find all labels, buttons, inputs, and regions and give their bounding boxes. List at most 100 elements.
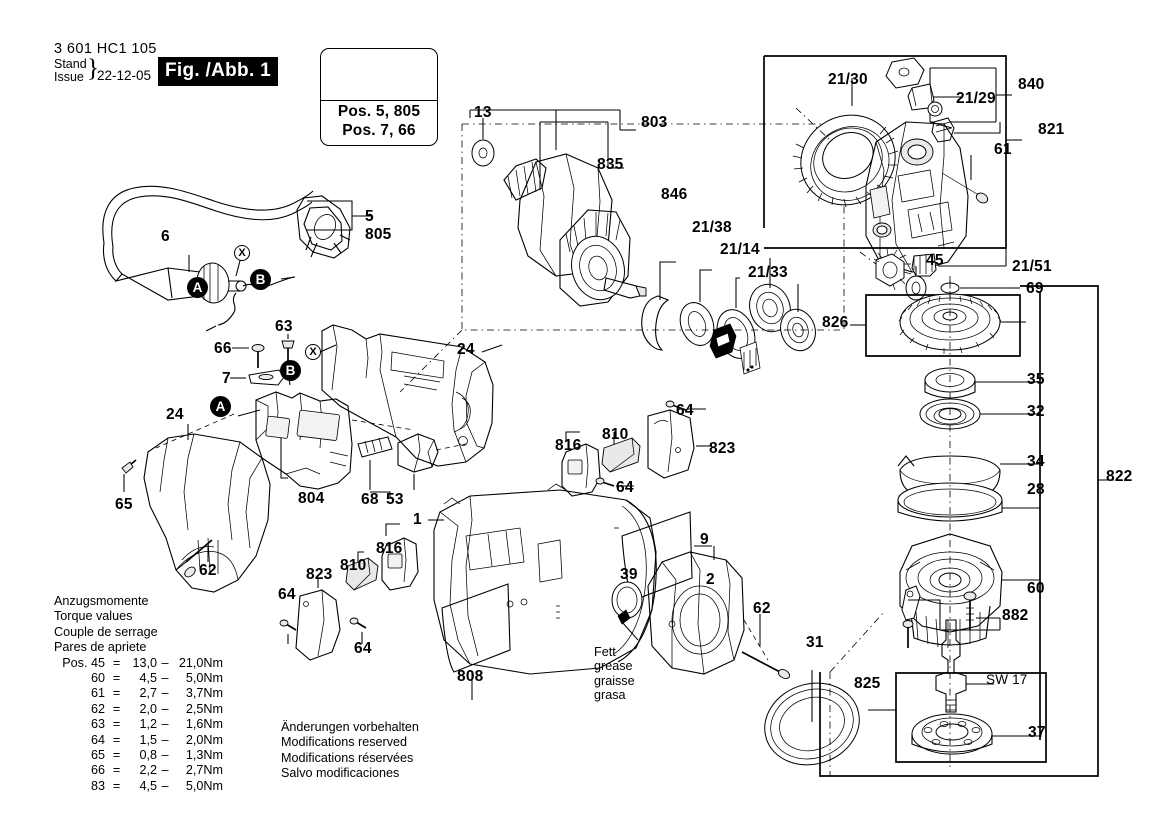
callout-21-30: 21/30 xyxy=(828,71,868,88)
armature-assembly xyxy=(399,109,845,393)
callout-64-b: 64 xyxy=(616,479,634,496)
torque-row: 66 = 2,2 – 2,7Nm xyxy=(54,763,223,778)
callout-21-38: 21/38 xyxy=(692,219,732,236)
torque-row: 63 = 1,2 – 1,6Nm xyxy=(54,717,223,732)
power-cord-assembly xyxy=(102,185,372,332)
marker-a-handle: A xyxy=(210,396,231,417)
stand-issue-labels: Stand Issue xyxy=(54,58,87,83)
torque-low: 4,5 xyxy=(139,778,157,793)
callout-62-rotor: 62 xyxy=(753,600,771,617)
torque-pos: 65 xyxy=(90,748,105,763)
torque-dash: – xyxy=(161,778,169,793)
torque-low: 2,2 xyxy=(139,763,157,778)
brace-glyph: } xyxy=(87,55,99,82)
torque-low: 2,7 xyxy=(139,686,157,701)
torque-low: 2,0 xyxy=(139,701,157,716)
callout-34: 34 xyxy=(1027,453,1045,470)
marker-b-handle: B xyxy=(280,360,301,381)
torque-eq: = xyxy=(112,717,121,732)
torque-row: 62 = 2,0 – 2,5Nm xyxy=(54,702,223,717)
callout-65: 65 xyxy=(115,496,133,513)
callout-9: 9 xyxy=(700,531,709,548)
callout-21-51: 21/51 xyxy=(1012,258,1052,275)
torque-eq: = xyxy=(112,701,121,716)
modifications-note-es: Salvo modificaciones xyxy=(281,766,400,781)
callout-816-top: 816 xyxy=(555,437,582,454)
issue-date: 22-12-05 xyxy=(97,68,152,83)
torque-eq: = xyxy=(112,686,121,701)
torque-dash: – xyxy=(161,732,169,747)
callout-821: 821 xyxy=(1038,121,1065,138)
callout-69: 69 xyxy=(1026,280,1044,297)
callout-45: 45 xyxy=(926,252,944,269)
spindle-guard-assembly xyxy=(819,276,1114,777)
callout-840: 840 xyxy=(1018,76,1045,93)
torque-pos: 63 xyxy=(90,717,105,732)
torque-pos: 64 xyxy=(90,732,105,747)
handle-and-switch-assembly xyxy=(121,324,503,593)
callout-835: 835 xyxy=(597,156,624,173)
callout-28: 28 xyxy=(1027,481,1045,498)
callout-53: 53 xyxy=(386,491,404,508)
callout-21-14: 21/14 xyxy=(720,241,760,258)
marker-x-cord: X xyxy=(234,245,250,261)
torque-low: 1,2 xyxy=(139,717,157,732)
callout-32: 32 xyxy=(1027,403,1045,420)
torque-pos: 62 xyxy=(90,701,105,716)
torque-eq: = xyxy=(112,732,121,747)
marker-a-cord: A xyxy=(187,277,208,298)
callout-60: 60 xyxy=(1027,580,1045,597)
grease-note-en: grease xyxy=(594,659,633,674)
callout-24-left: 24 xyxy=(166,406,184,423)
modifications-note-en: Modifications reserved xyxy=(281,735,407,750)
callout-24-top: 24 xyxy=(457,341,475,358)
torque-high: 1,6Nm xyxy=(185,717,223,732)
callout-5: 5 xyxy=(365,208,374,225)
callout-810-bottom: 810 xyxy=(340,557,367,574)
torque-pos: 60 xyxy=(90,671,105,686)
torque-title-de: Anzugsmomente xyxy=(54,594,149,608)
torque-values-block: Anzugsmomente Torque values Couple de se… xyxy=(54,594,223,794)
torque-title-fr: Couple de serrage xyxy=(54,624,158,639)
callout-35: 35 xyxy=(1027,371,1045,388)
callout-21-33: 21/33 xyxy=(748,264,788,281)
modifications-note-fr: Modifications réservées xyxy=(281,750,414,765)
callout-816-bottom: 816 xyxy=(376,540,403,557)
callout-39: 39 xyxy=(620,566,638,583)
callout-63: 63 xyxy=(275,318,293,335)
torque-eq: = xyxy=(112,748,121,763)
torque-high: 5,0Nm xyxy=(185,671,223,686)
torque-dash: – xyxy=(161,763,169,778)
torque-eq: = xyxy=(112,763,121,778)
torque-row: Pos. 45 = 13,0 – 21,0Nm xyxy=(54,656,223,671)
callout-825: 825 xyxy=(854,675,881,692)
callout-64-d: 64 xyxy=(354,640,372,657)
callout-1: 1 xyxy=(413,511,422,528)
torque-dash: – xyxy=(161,701,169,716)
torque-row: 65 = 0,8 – 1,3Nm xyxy=(54,748,223,763)
torque-high: 5,0Nm xyxy=(185,778,223,793)
stand-label: Stand xyxy=(54,57,87,71)
callout-31: 31 xyxy=(806,634,824,651)
torque-high: 2,7Nm xyxy=(185,763,223,778)
callout-13: 13 xyxy=(474,104,492,121)
warning-positions: Pos. 5, 805 Pos. 7, 66 xyxy=(321,102,437,140)
torque-row: 83 = 4,5 – 5,0Nm xyxy=(54,779,223,794)
callout-810-top: 810 xyxy=(602,426,629,443)
torque-high: 21,0Nm xyxy=(178,655,223,670)
marker-x-handle: X xyxy=(305,344,321,360)
torque-pos: 66 xyxy=(90,763,105,778)
torque-row: 60 = 4,5 – 5,0Nm xyxy=(54,671,223,686)
torque-title-en: Torque values xyxy=(54,609,133,624)
callout-826: 826 xyxy=(822,314,849,331)
torque-eq: = xyxy=(112,671,121,686)
gear-head-assembly xyxy=(763,55,1026,357)
grease-note-fr: graisse xyxy=(594,673,635,688)
torque-dash: – xyxy=(161,671,169,686)
warning-icons-row xyxy=(321,49,437,101)
callout-846: 846 xyxy=(661,186,688,203)
torque-high: 3,7Nm xyxy=(185,686,223,701)
torque-title-es: Pares de apriete xyxy=(54,640,147,655)
callout-64-c: 64 xyxy=(278,586,296,603)
